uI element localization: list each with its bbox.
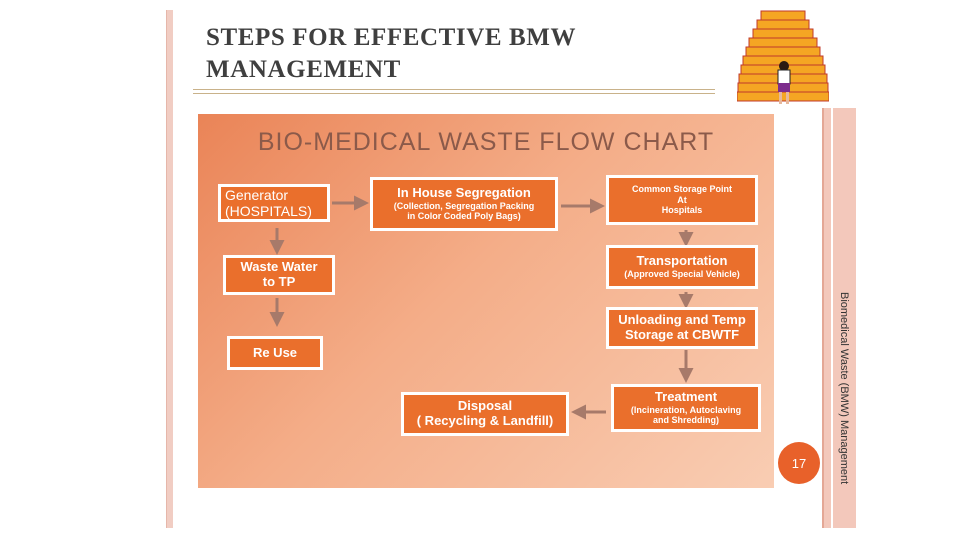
node-waste-water: Waste Water to TP bbox=[223, 255, 335, 295]
node-segregation-line2: in Color Coded Poly Bags) bbox=[407, 211, 521, 222]
node-storage: Common Storage Point At Hospitals bbox=[606, 175, 758, 225]
node-treatment-line2: and Shredding) bbox=[653, 415, 719, 426]
node-unloading-line2: Storage at CBWTF bbox=[624, 327, 740, 342]
node-waste-water-line2: to TP bbox=[262, 274, 296, 289]
slide-title: STEPS FOR EFFECTIVE BMW MANAGEMENT bbox=[206, 22, 576, 86]
node-treatment-title: Treatment bbox=[654, 389, 718, 405]
node-transport-title: Transportation bbox=[636, 253, 728, 269]
node-generator-line1: Generator bbox=[225, 186, 289, 203]
node-unloading: Unloading and Temp Storage at CBWTF bbox=[606, 307, 758, 349]
flowchart-image: BIO-MEDICAL WASTE FLOW CHART Generator (… bbox=[198, 114, 774, 488]
flowchart-arrows bbox=[269, 195, 694, 420]
node-storage-line2: At bbox=[677, 194, 687, 205]
node-treatment-line1: (Incineration, Autoclaving bbox=[630, 405, 742, 416]
node-segregation: In House Segregation (Collection, Segreg… bbox=[370, 177, 558, 231]
slide-title-line2: MANAGEMENT bbox=[206, 56, 401, 83]
node-disposal: Disposal ( Recycling & Landfill) bbox=[401, 392, 569, 436]
climber-figure-icon bbox=[777, 61, 791, 104]
node-reuse: Re Use bbox=[227, 336, 323, 370]
node-storage-line1: Common Storage Point bbox=[631, 184, 732, 195]
node-waste-water-line1: Waste Water bbox=[240, 259, 318, 275]
node-segregation-title: In House Segregation bbox=[397, 185, 531, 201]
node-reuse-line1: Re Use bbox=[252, 344, 298, 360]
node-disposal-line1: Disposal bbox=[457, 398, 513, 414]
staircase-climber-icon bbox=[737, 10, 829, 104]
node-unloading-line1: Unloading and Temp bbox=[618, 312, 746, 328]
title-underline bbox=[193, 89, 715, 94]
node-disposal-line2: ( Recycling & Landfill) bbox=[416, 413, 554, 428]
side-label: Biomedical Waste (BMW) Management bbox=[838, 292, 850, 485]
page-number-badge: 17 bbox=[778, 442, 820, 484]
slide-title-line1: STEPS FOR EFFECTIVE BMW bbox=[206, 24, 577, 51]
node-generator: Generator (HOSPITALS) bbox=[218, 184, 330, 222]
node-generator-line2: (HOSPITALS) bbox=[225, 203, 312, 219]
flowchart-title: BIO-MEDICAL WASTE FLOW CHART bbox=[257, 128, 715, 156]
node-transport-sub: (Approved Special Vehicle) bbox=[624, 269, 740, 280]
node-segregation-line1: (Collection, Segregation Packing bbox=[393, 201, 535, 212]
node-storage-line3: Hospitals bbox=[661, 205, 703, 216]
left-border-rule bbox=[166, 10, 173, 528]
node-transport: Transportation (Approved Special Vehicle… bbox=[606, 245, 758, 289]
node-treatment: Treatment (Incineration, Autoclaving and… bbox=[611, 384, 761, 432]
right-side-band bbox=[822, 108, 856, 528]
